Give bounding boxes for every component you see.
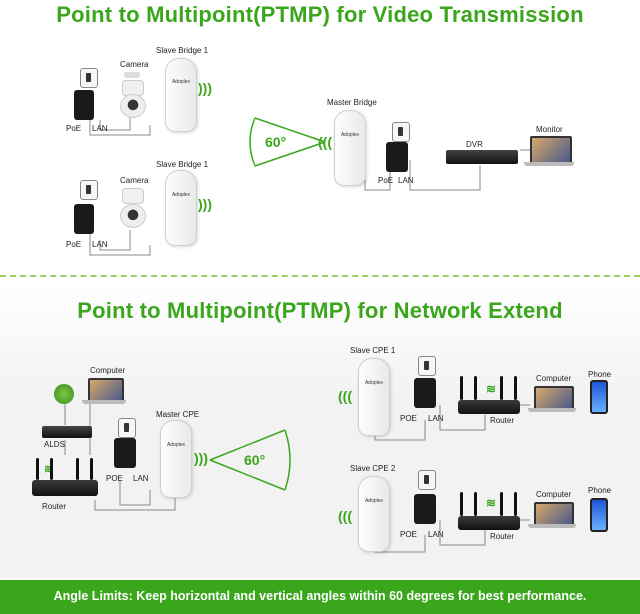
dvr-label: DVR: [466, 140, 483, 149]
router-device: [458, 376, 520, 414]
router-label: Router: [490, 532, 515, 541]
wifi-wave-icon: ))): [198, 80, 212, 96]
master-bridge-device: Adoplex: [334, 110, 366, 186]
computer-label: Computer: [536, 490, 572, 499]
wifi-icon: ≋: [486, 496, 497, 510]
router-label: Router: [490, 416, 515, 425]
router-label: Router: [42, 502, 67, 511]
phone-icon: [590, 380, 608, 414]
lan-label: LAN: [133, 474, 149, 483]
poe-label: POE: [106, 474, 123, 483]
poe-adapter: [74, 90, 94, 120]
computer-base: [528, 524, 576, 528]
power-socket-icon: [80, 180, 98, 200]
poe-label: POE: [400, 530, 417, 539]
lan-label: LAN: [92, 124, 108, 133]
master-bridge-label: Master Bridge: [327, 98, 377, 107]
alds-device: [42, 426, 92, 438]
monitor-label: Monitor: [536, 125, 563, 134]
network-extend-section: [0, 280, 640, 578]
slave-cpe-label: Slave CPE 1: [350, 346, 396, 355]
camera-label: Camera: [120, 176, 149, 185]
computer-base: [82, 400, 126, 404]
wifi-wave-icon: (((: [318, 134, 332, 150]
section-divider: [0, 275, 640, 277]
computer-screen: [88, 378, 124, 402]
poe-adapter: [414, 378, 436, 408]
lan-label: LAN: [398, 176, 414, 185]
master-cpe-device: Adoplex: [160, 420, 192, 498]
slave-bridge-device: Adoplex: [165, 170, 197, 246]
camera-icon: [118, 72, 146, 118]
phone-label: Phone: [588, 486, 612, 495]
dvr-device: [446, 150, 518, 164]
page-title-video: Point to Multipoint(PTMP) for Video Tran…: [56, 2, 584, 27]
power-socket-icon: [418, 356, 436, 376]
camera-label: Camera: [120, 60, 149, 69]
monitor-screen: [530, 136, 572, 164]
slave-cpe-label: Slave CPE 2: [350, 464, 396, 473]
lan-label: LAN: [428, 530, 444, 539]
wifi-icon: ≋: [44, 462, 54, 476]
phone-label: Phone: [588, 370, 612, 379]
computer-base: [528, 408, 576, 412]
alds-label: ALDS: [44, 440, 65, 449]
camera-icon: [118, 188, 146, 230]
wifi-wave-icon: (((: [338, 388, 352, 404]
computer-label: Computer: [536, 374, 572, 383]
phone-icon: [590, 498, 608, 532]
power-socket-icon: [80, 68, 98, 88]
globe-icon: [54, 384, 74, 404]
poe-label: PoE: [66, 124, 82, 133]
poe-adapter: [414, 494, 436, 524]
wifi-wave-icon: ))): [194, 450, 208, 466]
computer-label: Computer: [90, 366, 126, 375]
slave-cpe-device: Adoplex: [358, 476, 390, 552]
wifi-icon: ≋: [486, 382, 497, 396]
angle-label: 60°: [244, 452, 266, 468]
slave-cpe-device: Adoplex: [358, 358, 390, 436]
poe-adapter: [74, 204, 94, 234]
poe-label: PoE: [378, 176, 394, 185]
power-socket-icon: [392, 122, 410, 142]
lan-label: LAN: [428, 414, 444, 423]
router-device: [458, 492, 520, 530]
monitor-base: [524, 162, 574, 166]
slave-bridge-label: Slave Bridge 1: [156, 46, 209, 55]
master-cpe-label: Master CPE: [156, 410, 200, 419]
power-socket-icon: [418, 470, 436, 490]
slave-bridge-device: Adoplex: [165, 58, 197, 132]
poe-adapter: [114, 438, 136, 468]
router-device: [32, 458, 98, 496]
poe-adapter: [386, 142, 408, 172]
computer-screen: [534, 502, 574, 526]
lan-label: LAN: [92, 240, 108, 249]
wifi-wave-icon: ))): [198, 196, 212, 212]
poe-label: POE: [400, 414, 417, 423]
angle-label: 60°: [265, 134, 287, 150]
wifi-wave-icon: (((: [338, 508, 352, 524]
slave-bridge-label: Slave Bridge 1: [156, 160, 209, 169]
power-socket-icon: [118, 418, 136, 438]
angle-limits-note: Angle Limits: Keep horizontal and vertic…: [53, 589, 587, 603]
poe-label: PoE: [66, 240, 82, 249]
footer-banner: Angle Limits: Keep horizontal and vertic…: [0, 580, 640, 614]
computer-screen: [534, 386, 574, 410]
page-title-network: Point to Multipoint(PTMP) for Network Ex…: [77, 298, 563, 323]
